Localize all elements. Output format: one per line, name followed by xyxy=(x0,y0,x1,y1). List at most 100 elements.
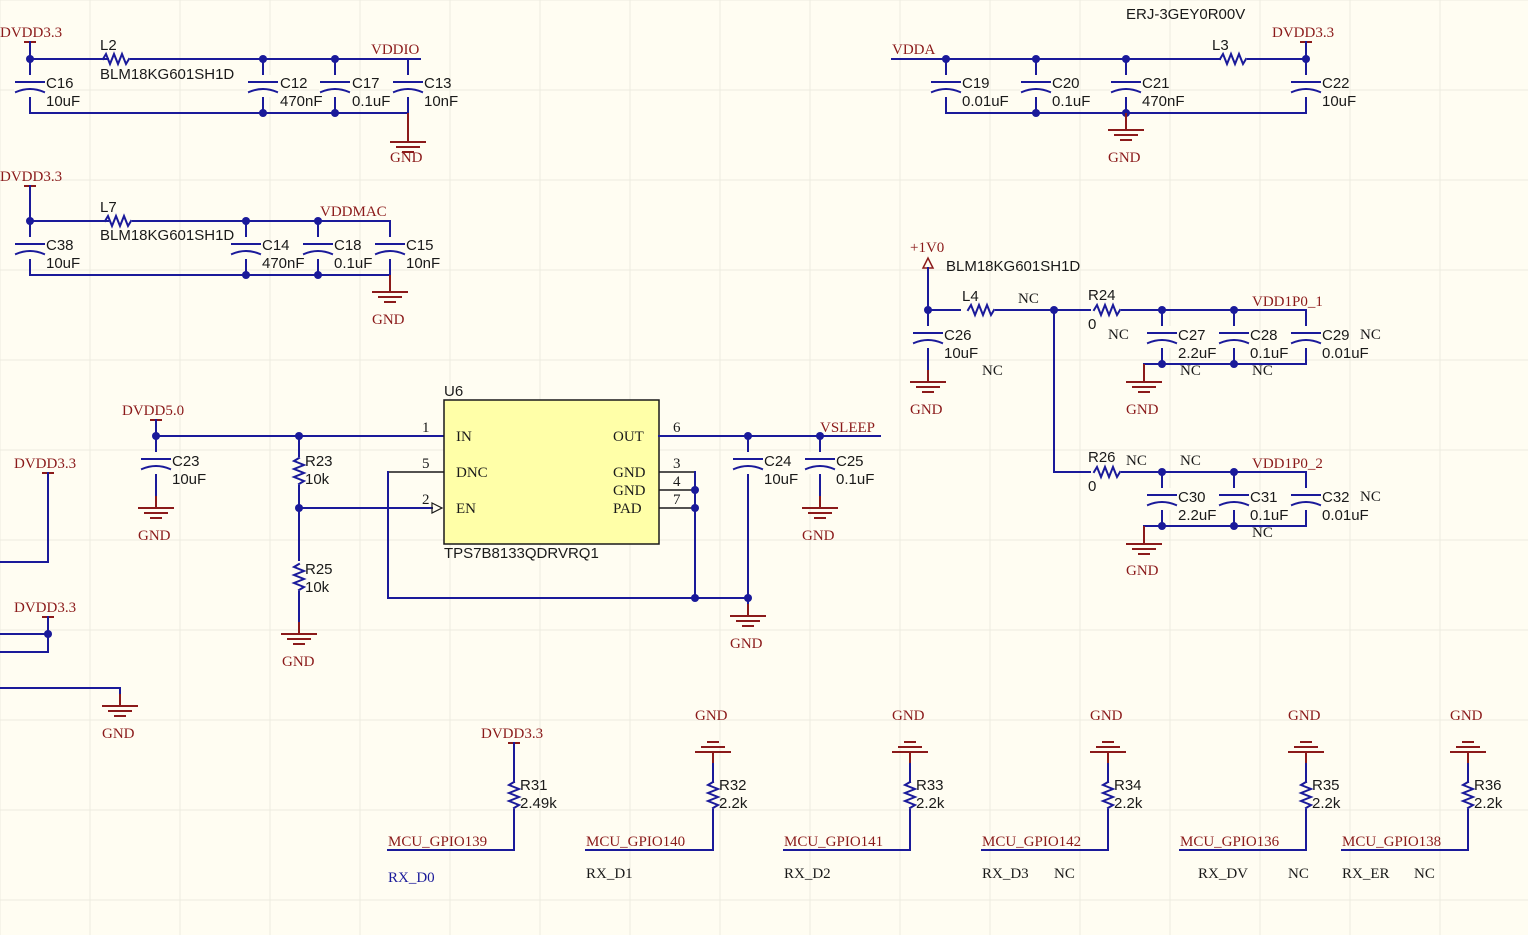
gnd-label: GND xyxy=(802,528,835,544)
val-c38: 10uF xyxy=(46,255,80,272)
pin-dnc: DNC xyxy=(456,465,488,481)
strap-resistors: DVDD3.3 R31 2.49k MCU_GPIO139 RX_D0 GND … xyxy=(387,708,1503,886)
nc-label: NC xyxy=(1288,866,1309,882)
ref-c12: C12 xyxy=(280,75,308,92)
val-c12: 470nF xyxy=(280,93,323,110)
gnd-label: GND xyxy=(1450,708,1483,724)
nc-label: NC xyxy=(982,363,1003,379)
pin-num-6: 6 xyxy=(673,420,681,436)
gnd-label: GND xyxy=(102,726,135,742)
val-c13: 10nF xyxy=(424,93,458,110)
rx-d2-label: RX_D2 xyxy=(784,866,831,882)
ref-c29: C29 xyxy=(1322,327,1350,344)
ref-r32: R32 xyxy=(719,777,747,794)
gnd-label: GND xyxy=(390,150,423,166)
nc-label: NC xyxy=(1180,363,1201,379)
ref-c14: C14 xyxy=(262,237,290,254)
nc-label: NC xyxy=(1360,489,1381,505)
ref-c21: C21 xyxy=(1142,75,1170,92)
vdda-filter-block: ERJ-3GEY0R00V VDDA DVDD3.3 L3 C19 0.01uF… xyxy=(891,6,1356,166)
ref-l3: L3 xyxy=(1212,37,1229,54)
ref-c19: C19 xyxy=(962,75,990,92)
nc-label: NC xyxy=(1252,363,1273,379)
val-r25: 10k xyxy=(305,579,330,596)
val-c30: 2.2uF xyxy=(1178,507,1216,524)
ref-c30: C30 xyxy=(1178,489,1206,506)
vdd1p0-block: +1V0 BLM18KG601SH1D L4 NC C26 10uF NC GN… xyxy=(909,240,1381,579)
power-label-dvdd33: DVDD3.3 xyxy=(0,169,62,185)
nc-label: NC xyxy=(1126,453,1147,469)
pin-out: OUT xyxy=(613,429,644,445)
pin-num-5: 5 xyxy=(422,456,430,472)
ref-c16: C16 xyxy=(46,75,74,92)
ref-r34: R34 xyxy=(1114,777,1142,794)
nc-label: NC xyxy=(1108,327,1129,343)
ref-c20: C20 xyxy=(1052,75,1080,92)
val-c27: 2.2uF xyxy=(1178,345,1216,362)
power-label-dvdd50: DVDD5.0 xyxy=(122,403,184,419)
ref-c24: C24 xyxy=(764,453,792,470)
ref-r35: R35 xyxy=(1312,777,1340,794)
ref-r36: R36 xyxy=(1474,777,1502,794)
val-c20: 0.1uF xyxy=(1052,93,1090,110)
gnd-label: GND xyxy=(1126,402,1159,418)
val-c29: 0.01uF xyxy=(1322,345,1369,362)
power-label-dvdd33: DVDD3.3 xyxy=(0,25,62,41)
ref-c32: C32 xyxy=(1322,489,1350,506)
net-label-gpio138: MCU_GPIO138 xyxy=(1342,834,1441,850)
net-label-gpio140: MCU_GPIO140 xyxy=(586,834,685,850)
net-label-vdd1p0-2: VDD1P0_2 xyxy=(1252,456,1323,472)
ferrite-l4-part: BLM18KG601SH1D xyxy=(946,258,1080,275)
gnd-label: GND xyxy=(892,708,925,724)
ref-c25: C25 xyxy=(836,453,864,470)
gnd-label: GND xyxy=(730,636,763,652)
pin-num-3: 3 xyxy=(673,456,681,472)
erj-part-label: ERJ-3GEY0R00V xyxy=(1126,6,1245,23)
net-label-vdda: VDDA xyxy=(892,42,935,58)
ref-r26: R26 xyxy=(1088,449,1116,466)
val-c18: 0.1uF xyxy=(334,255,372,272)
val-c14: 470nF xyxy=(262,255,305,272)
pin-gnd: GND xyxy=(613,465,646,481)
val-c28: 0.1uF xyxy=(1250,345,1288,362)
ferrite-l7-part: BLM18KG601SH1D xyxy=(100,227,234,244)
rx-d1-label: RX_D1 xyxy=(586,866,633,882)
gnd-label: GND xyxy=(695,708,728,724)
net-label-vdd1p0-1: VDD1P0_1 xyxy=(1252,294,1323,310)
ref-c31: C31 xyxy=(1250,489,1278,506)
rx-dv-label: RX_DV xyxy=(1198,866,1248,882)
val-r35: 2.2k xyxy=(1312,795,1341,812)
val-c22: 10uF xyxy=(1322,93,1356,110)
u6-part-number: TPS7B8133QDRVRQ1 xyxy=(444,545,599,562)
pin-pad: PAD xyxy=(613,501,642,517)
ref-c15: C15 xyxy=(406,237,434,254)
nc-label: NC xyxy=(1414,866,1435,882)
val-r31: 2.49k xyxy=(520,795,557,812)
vddio-filter-block: DVDD3.3 L2 BLM18KG601SH1D VDDIO C16 10uF… xyxy=(0,25,458,166)
ref-c17: C17 xyxy=(352,75,380,92)
ref-c27: C27 xyxy=(1178,327,1206,344)
val-c15: 10nF xyxy=(406,255,440,272)
net-label-vddio: VDDIO xyxy=(371,42,419,58)
pin-en: EN xyxy=(456,501,476,517)
gnd-label: GND xyxy=(1288,708,1321,724)
pin-gnd: GND xyxy=(613,483,646,499)
rx-d3-label: RX_D3 xyxy=(982,866,1029,882)
ref-r33: R33 xyxy=(916,777,944,794)
gnd-label: GND xyxy=(1090,708,1123,724)
net-label-gpio141: MCU_GPIO141 xyxy=(784,834,883,850)
net-label-gpio142: MCU_GPIO142 xyxy=(982,834,1081,850)
gnd-label: GND xyxy=(1126,563,1159,579)
power-label-dvdd33: DVDD3.3 xyxy=(1272,25,1334,41)
val-r23: 10k xyxy=(305,471,330,488)
val-c24: 10uF xyxy=(764,471,798,488)
ref-l2: L2 xyxy=(100,37,117,54)
power-label-1v0: +1V0 xyxy=(910,240,944,256)
val-r36: 2.2k xyxy=(1474,795,1503,812)
net-label-vddmac: VDDMAC xyxy=(320,204,387,220)
gnd-label: GND xyxy=(910,402,943,418)
nc-label: NC xyxy=(1252,525,1273,541)
val-r26: 0 xyxy=(1088,478,1096,495)
power-label-dvdd33: DVDD3.3 xyxy=(14,456,76,472)
